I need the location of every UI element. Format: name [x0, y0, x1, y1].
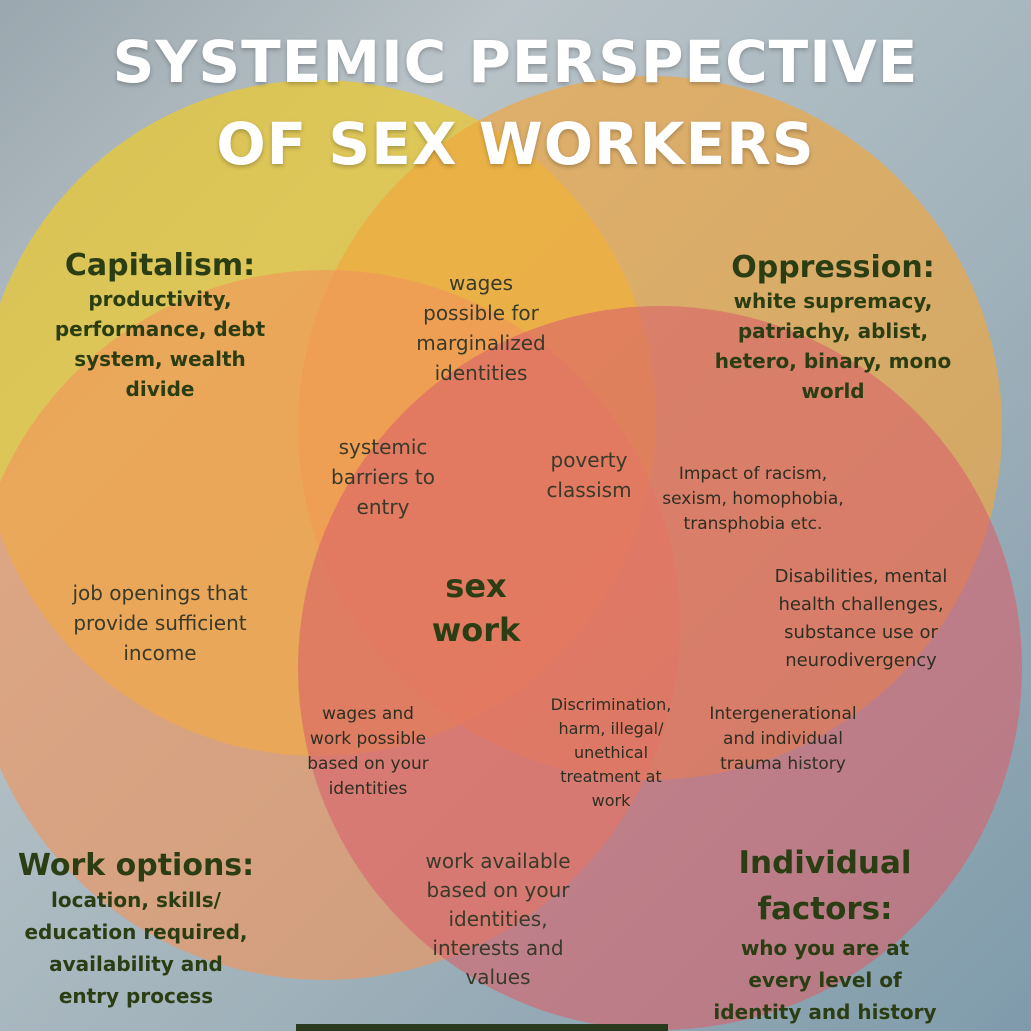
- overlap-text: transphobia etc.: [683, 514, 823, 534]
- oppression-text-1: white supremacy,: [733, 289, 933, 313]
- overlap-text: wages: [448, 271, 514, 295]
- overlap-text: classism: [546, 478, 632, 502]
- work-options-text-2: education required,: [24, 920, 248, 944]
- overlap-text: income: [123, 641, 197, 665]
- overlap-text: marginalized: [416, 331, 546, 355]
- individual-text-3: identity and history: [713, 1000, 937, 1024]
- individual-text-2: every level of: [748, 968, 902, 992]
- overlap-text: based on your: [426, 878, 570, 902]
- capitalism-text-3: system, wealth: [74, 347, 246, 371]
- overlap-text: barriers to: [331, 465, 435, 489]
- page-title-line-2: OF SEX WORKERS: [216, 110, 815, 178]
- center-text: sex: [445, 567, 507, 605]
- overlap-text: systemic: [338, 435, 428, 459]
- overlap-work-available: work available based on your identities,…: [400, 847, 596, 992]
- overlap-text: provide sufficient: [73, 611, 247, 635]
- overlap-job-openings: job openings that provide sufficient inc…: [42, 578, 278, 668]
- oppression-text-3: hetero, binary, mono: [714, 349, 952, 373]
- overlap-text: entry: [356, 495, 410, 519]
- overlap-text: Impact of racism,: [678, 464, 828, 484]
- overlap-text: interests and: [432, 936, 564, 960]
- oppression-text-4: world: [801, 379, 865, 403]
- capitalism-text-4: divide: [125, 377, 195, 401]
- center-sex-work: sex work: [400, 564, 552, 652]
- overlap-text: neurodivergency: [785, 650, 937, 671]
- overlap-text: sexism, homophobia,: [662, 489, 844, 509]
- overlap-poverty-classism: poverty classism: [528, 445, 650, 505]
- center-text: work: [431, 611, 521, 649]
- overlap-text: identities: [328, 779, 408, 799]
- individual-heading-1: Individual: [738, 845, 912, 881]
- individual-text-1: who you are at: [740, 936, 910, 960]
- work-options-text-4: entry process: [58, 984, 214, 1008]
- oppression-heading: Oppression:: [731, 250, 935, 285]
- overlap-text: values: [465, 965, 531, 989]
- oppression-text-2: patriachy, ablist,: [737, 319, 929, 343]
- work-options-text-1: location, skills/: [51, 888, 221, 912]
- individual-factors-label: Individual factors: who you are at every…: [692, 840, 958, 1028]
- individual-factors-circle: [298, 306, 1022, 1030]
- overlap-text: harm, illegal/: [558, 719, 664, 738]
- overlap-text: work possible: [309, 729, 427, 749]
- overlap-text: work: [591, 791, 631, 810]
- overlap-text: wages and: [322, 704, 414, 724]
- work-options-text-3: availability and: [49, 952, 223, 976]
- overlap-text: poverty: [550, 448, 628, 472]
- capitalism-heading: Capitalism:: [64, 248, 256, 283]
- overlap-text: Discrimination,: [550, 695, 672, 714]
- individual-heading-2: factors:: [757, 891, 893, 927]
- overlap-text: identities: [434, 361, 528, 385]
- overlap-wages-work-possible: wages and work possible based on your id…: [288, 702, 448, 802]
- capitalism-text-1: productivity,: [88, 287, 232, 311]
- overlap-text: trauma history: [720, 754, 846, 774]
- page-title: SYSTEMIC PERSPECTIVE: [112, 28, 919, 96]
- work-options-label: Work options: location, skills/ educatio…: [6, 848, 266, 1012]
- overlap-text: identities,: [448, 907, 548, 931]
- overlap-text: unethical: [573, 743, 649, 762]
- oppression-label: Oppression: white supremacy, patriachy, …: [688, 250, 978, 406]
- overlap-text: Intergenerational: [709, 704, 857, 724]
- overlap-text: Disabilities, mental: [774, 566, 948, 587]
- overlap-wages-marginalized: wages possible for marginalized identiti…: [380, 268, 582, 388]
- overlap-text: and individual: [723, 729, 843, 749]
- capitalism-text-2: performance, debt: [54, 317, 266, 341]
- overlap-text: treatment at: [560, 767, 662, 786]
- capitalism-label: Capitalism: productivity, performance, d…: [30, 248, 290, 404]
- overlap-text: substance use or: [784, 622, 938, 643]
- overlap-text: possible for: [423, 301, 539, 325]
- overlap-disabilities: Disabilities, mental health challenges, …: [752, 563, 970, 675]
- work-options-heading: Work options:: [17, 848, 255, 883]
- overlap-text: health challenges,: [778, 594, 944, 615]
- overlap-impact-of-racism: Impact of racism, sexism, homophobia, tr…: [648, 462, 858, 537]
- overlap-text: based on your: [307, 754, 429, 774]
- overlap-trauma-history: Intergenerational and individual trauma …: [690, 702, 876, 777]
- overlap-text: work available: [425, 849, 571, 873]
- overlap-discrimination: Discrimination, harm, illegal/ unethical…: [538, 693, 684, 813]
- overlap-systemic-barriers: systemic barriers to entry: [300, 432, 466, 522]
- bottom-banner-edge: [296, 1024, 668, 1031]
- overlap-text: job openings that: [72, 581, 248, 605]
